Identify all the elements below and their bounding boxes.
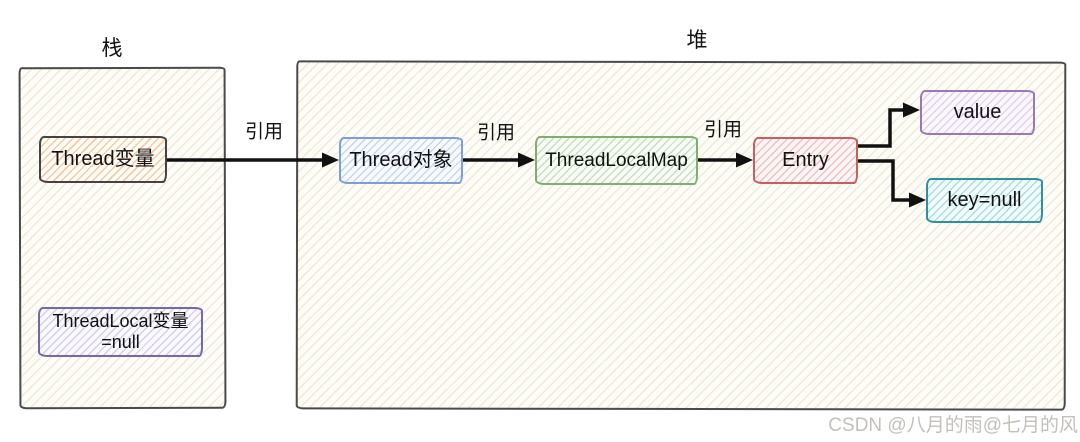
edge-label-reference-3: 引用	[703, 119, 743, 141]
stack-region-box	[18, 66, 227, 410]
node-entry: Entry	[753, 137, 858, 184]
stack-region-label: 栈	[101, 37, 123, 60]
edge-label-reference-1: 引用	[244, 121, 284, 143]
watermark: CSDN @八月的雨@七月的风	[828, 415, 1078, 436]
node-threadlocalmap: ThreadLocalMap	[535, 136, 698, 185]
node-key-null: key=null	[926, 178, 1043, 223]
node-threadlocal-variable: ThreadLocal变量 =null	[38, 307, 203, 357]
heap-region-label: 堆	[686, 29, 708, 52]
edge-label-reference-2: 引用	[476, 122, 516, 144]
node-value: value	[920, 90, 1035, 135]
node-thread-object: Thread对象	[339, 137, 463, 184]
node-thread-variable: Thread变量	[39, 136, 167, 183]
